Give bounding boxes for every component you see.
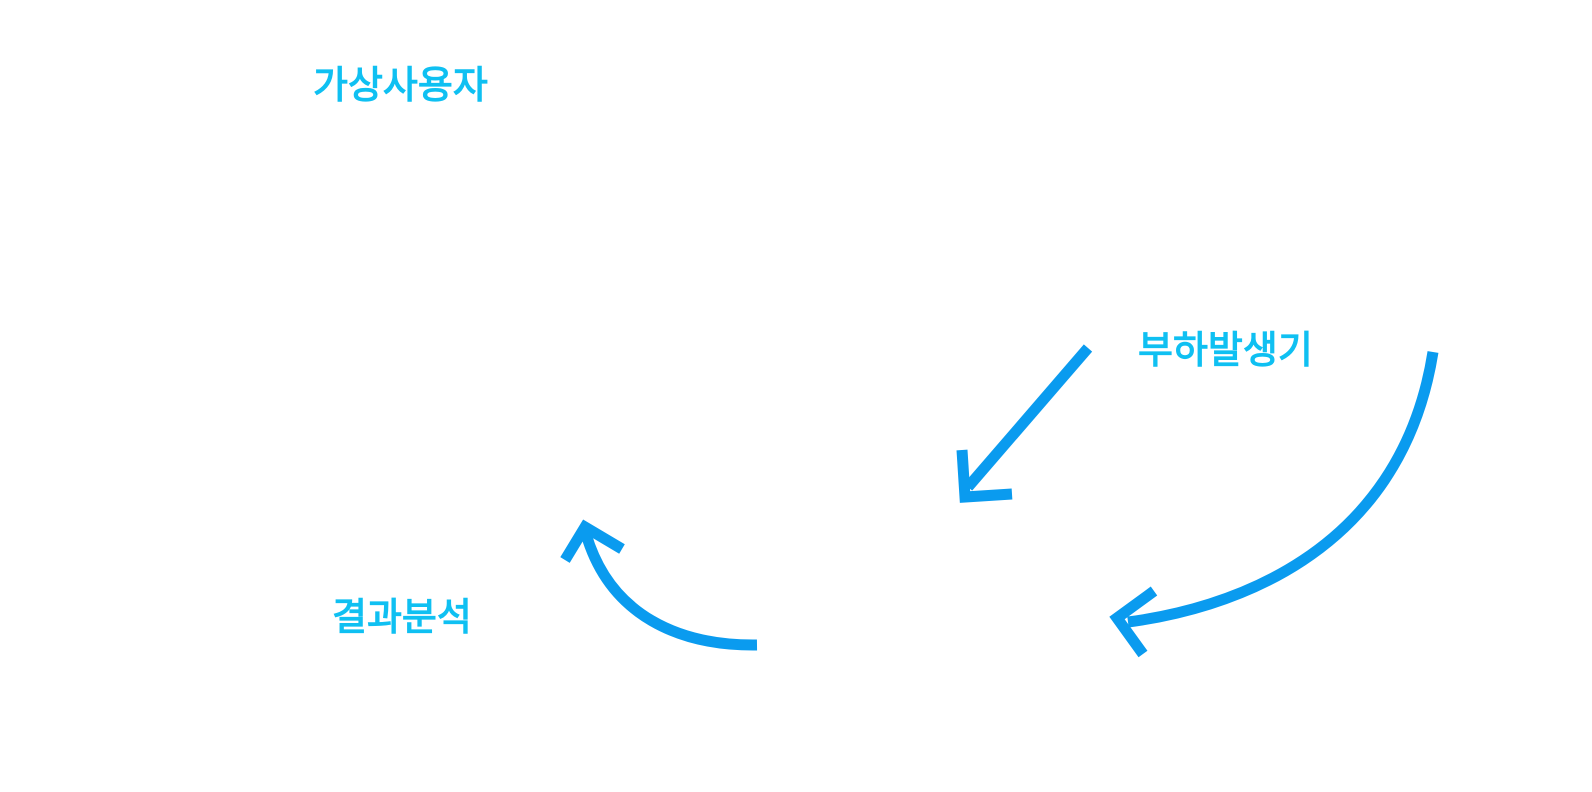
node-label-virtual-users: 가상사용자	[313, 63, 488, 107]
arrow-diagonal	[956, 344, 1093, 503]
arrow-curve-right	[1109, 351, 1439, 658]
arrow-curve-left-shaft	[580, 532, 758, 651]
node-label-result-analysis: 결과분석	[332, 595, 472, 639]
arrow-diagonal-head	[956, 449, 1013, 503]
arrow-curve-left-head	[560, 519, 625, 563]
arrow-curve-right-head	[1109, 586, 1158, 658]
arrow-diagonal-shaft	[963, 344, 1093, 491]
node-label-load-generator: 부하발생기	[1138, 328, 1313, 372]
arrow-curve-left	[560, 519, 758, 651]
arrow-curve-right-shaft	[1127, 351, 1439, 628]
